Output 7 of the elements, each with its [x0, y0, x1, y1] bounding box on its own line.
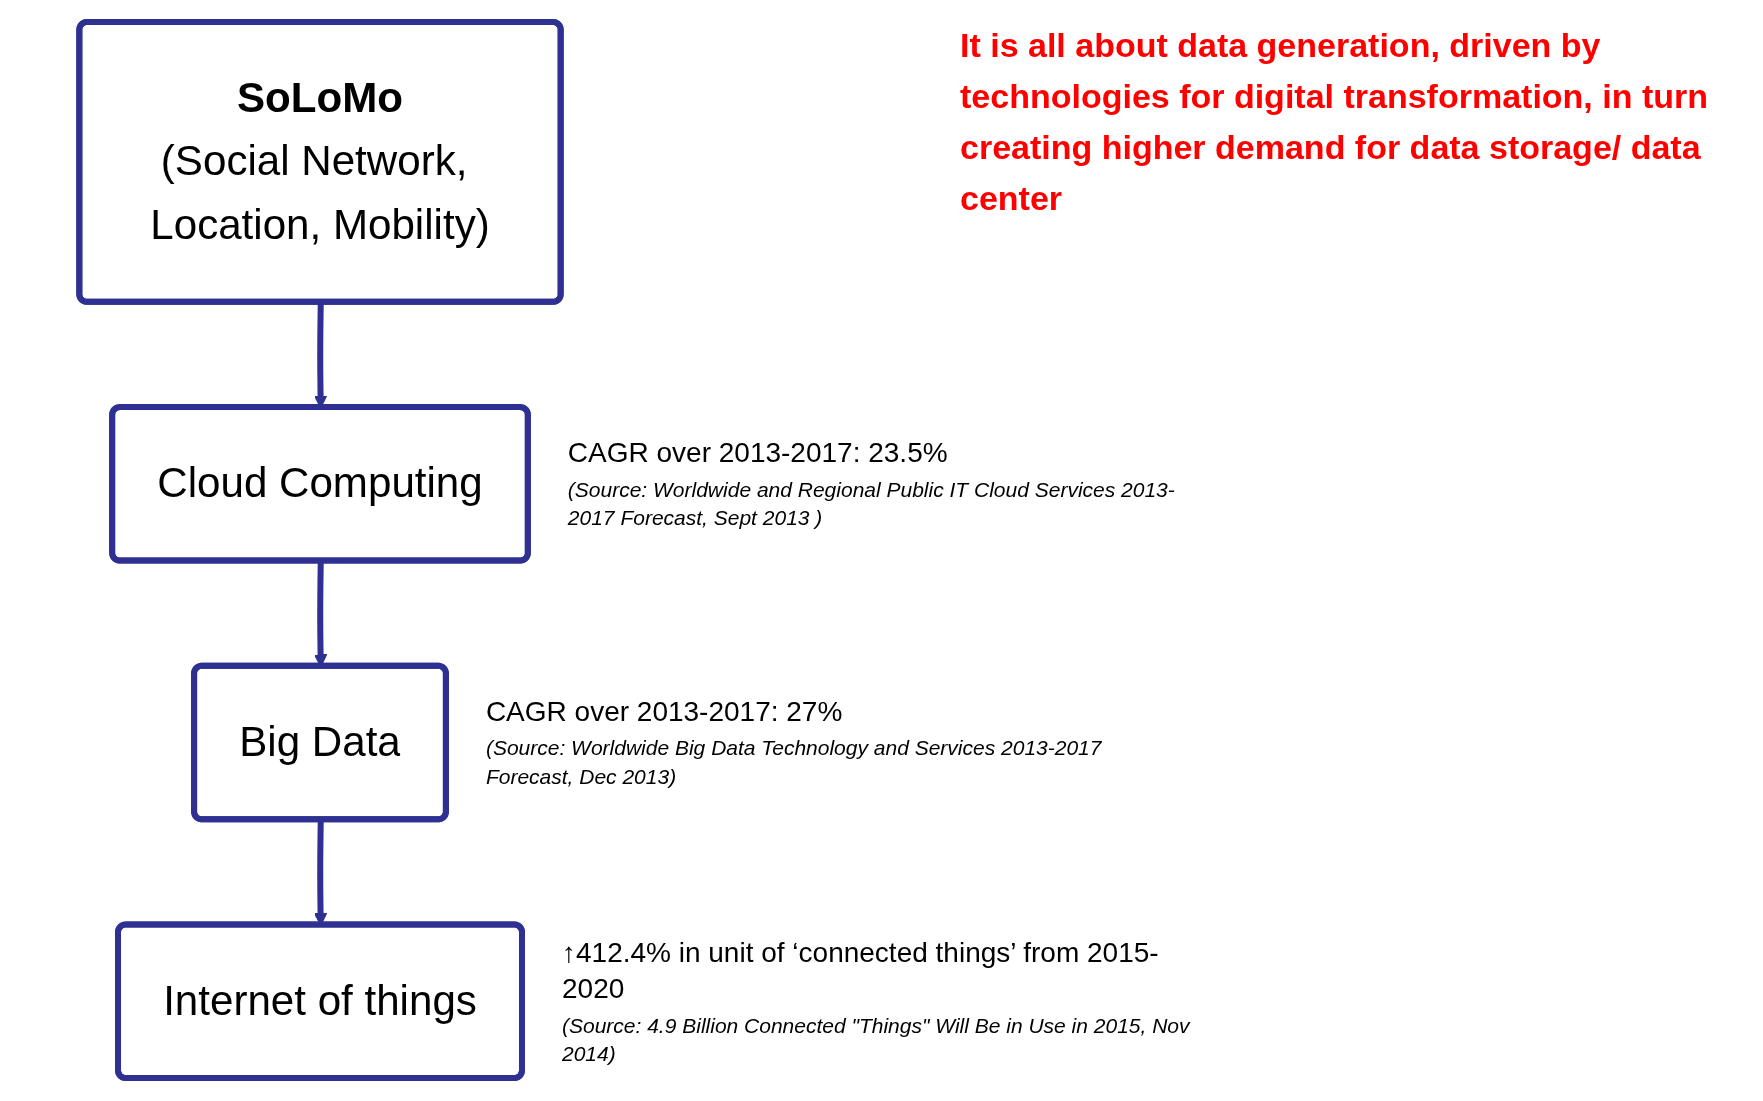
source-note: (Source: Worldwide Big Data Technology and Services 2013-2017 Forecast, Dec 2013) [485, 735, 1103, 790]
source-note: (Source: 4.9 Billion Connected "Things" Will Be in Use in 2015, Nov 2014) [562, 1012, 1192, 1067]
statistic-text: CAGR over 2013-2017: 27% [485, 695, 844, 730]
statistic-text: CAGR over 2013-2017: 23.5% [567, 436, 949, 471]
source-note: (Source: Worldwide and Regional Public IT Cloud Services 2013-2017 Forecast, Sept 2013 ) [567, 476, 1176, 532]
statistic-text: ↑412.4% in unit of ‘connected things’ from 2015-2020 [562, 935, 1160, 1007]
note-text: It is all about data generation, driven by technologies for digital transformation, in turn creating higher demand for data storage/ data center [960, 25, 1710, 219]
